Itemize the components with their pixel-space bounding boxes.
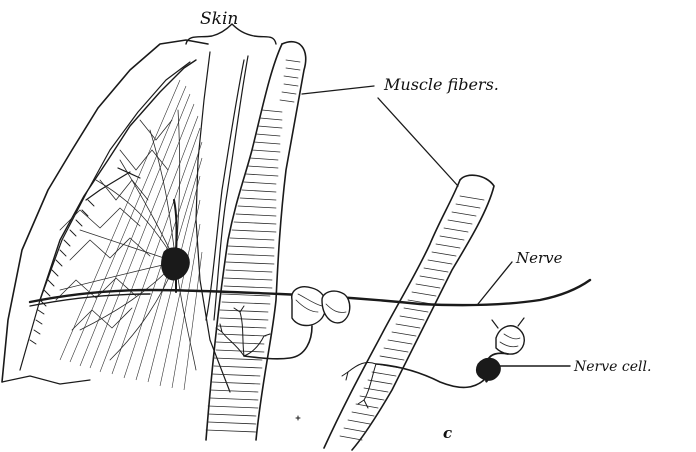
nerve-leader: [478, 262, 512, 304]
muscle-fibers-label-group: Muscle fibers.: [302, 75, 499, 186]
nerve-label: Nerve: [515, 249, 563, 267]
skin-layer: [2, 40, 230, 392]
plus-mark: [296, 416, 300, 420]
skin-label: Skin: [200, 9, 238, 29]
muscle-fibers-leader-2: [378, 98, 458, 186]
nerve-ganglion-left: [292, 287, 326, 326]
letter-c: c: [443, 424, 452, 442]
nerve-label-group: Nerve: [478, 249, 563, 304]
muscle-fiber-1: [206, 42, 306, 440]
skin-label-group: Skin: [186, 9, 276, 44]
nerve-ganglion-right: [322, 291, 350, 323]
muscle-fibers-leader-1: [302, 86, 374, 94]
muscle-fibers-label: Muscle fibers.: [383, 75, 499, 94]
nerve-cell: Nerve cell.: [476, 318, 651, 382]
nerve-cell-label: Nerve cell.: [573, 359, 651, 375]
